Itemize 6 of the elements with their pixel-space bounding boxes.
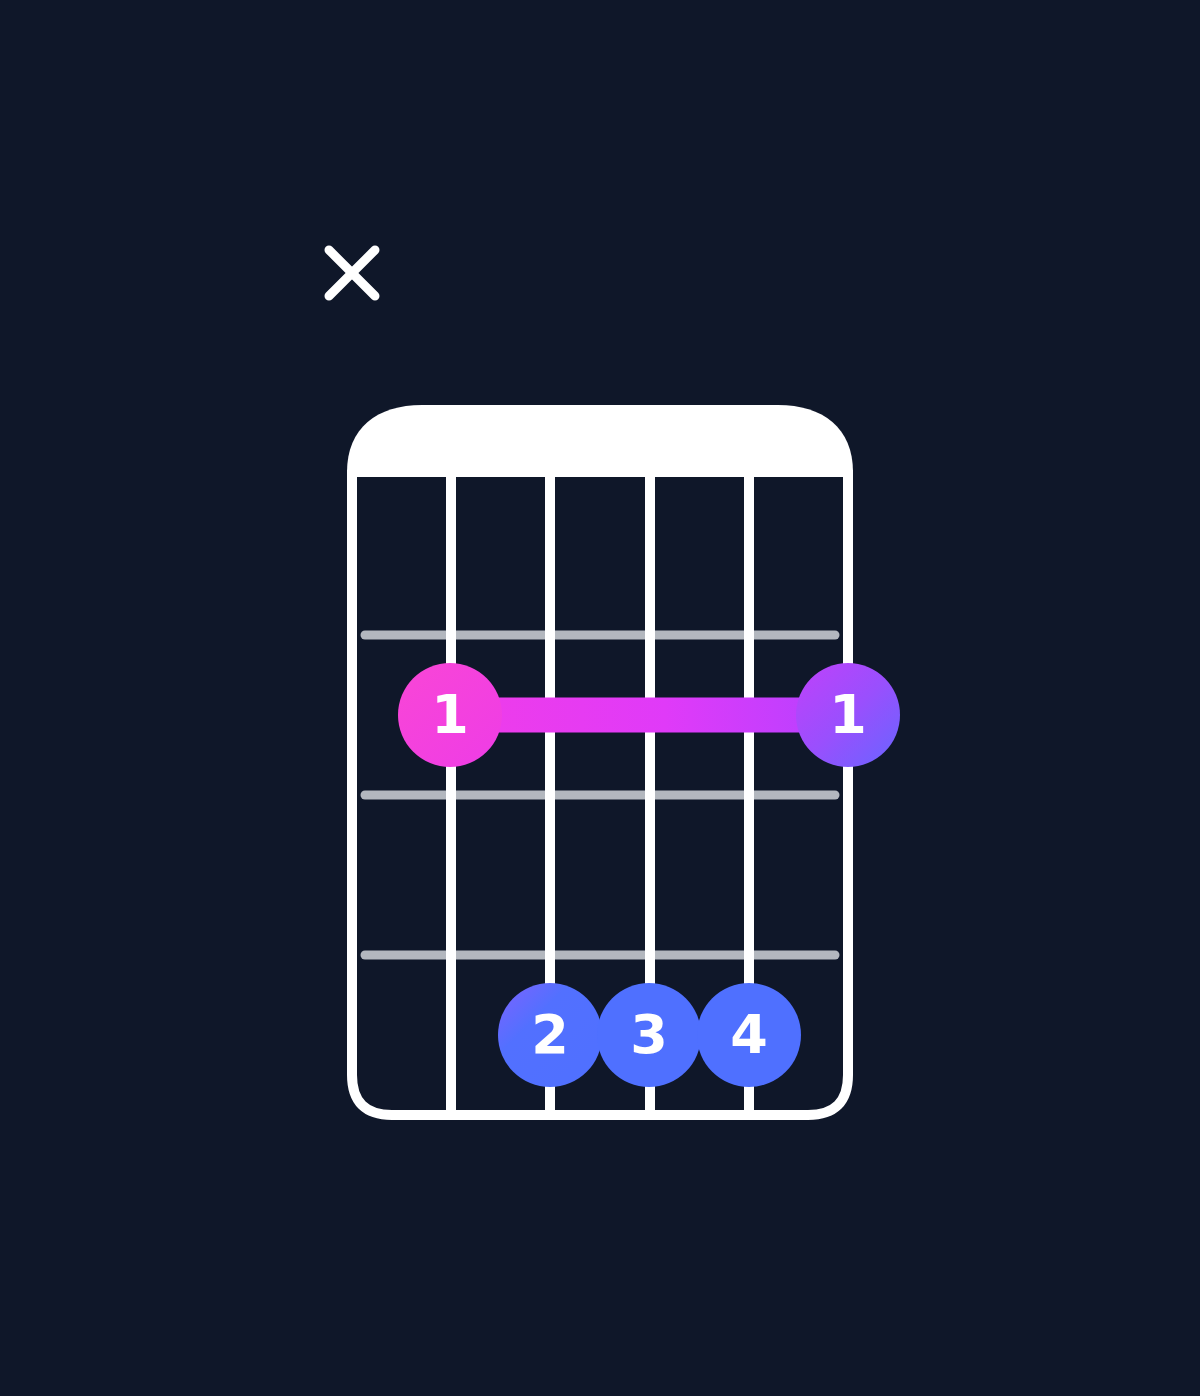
finger-dot: 1 xyxy=(796,663,900,767)
finger-dot: 1 xyxy=(398,663,502,767)
finger-dot: 2 xyxy=(498,983,602,1087)
finger-dot: 3 xyxy=(597,983,701,1087)
barre-bar xyxy=(498,697,800,733)
finger-dot: 4 xyxy=(697,983,801,1087)
